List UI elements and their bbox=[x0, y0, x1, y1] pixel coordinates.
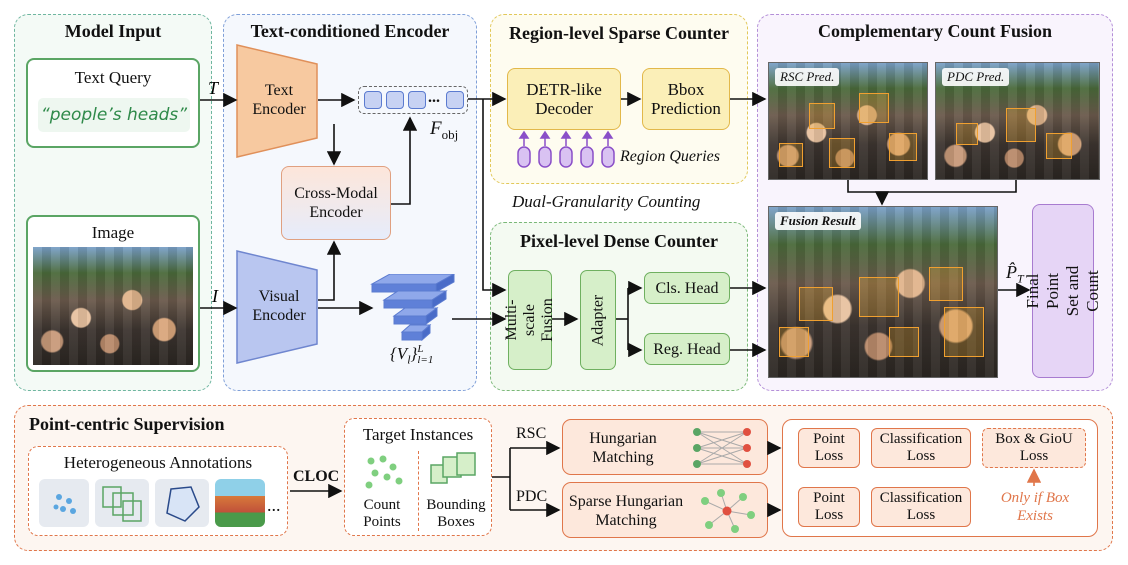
text-encoder-label: Text Encoder bbox=[252, 82, 306, 118]
annot-boxes-icon bbox=[95, 479, 149, 527]
visual-feature-stack bbox=[370, 274, 456, 342]
bounding-boxes-label: Bounding Boxes bbox=[426, 497, 486, 530]
cross-modal-encoder: Cross-Modal Encoder bbox=[281, 166, 391, 240]
sparse-hungarian-label: Sparse Hungarian Matching bbox=[568, 493, 684, 529]
fusion-result-image: Fusion Result bbox=[768, 206, 998, 378]
i-symbol: I bbox=[211, 286, 219, 306]
pdc-pred-tag: PDC Pred. bbox=[942, 68, 1010, 86]
token-4 bbox=[446, 91, 464, 109]
f-obj-token-strip bbox=[358, 86, 468, 114]
count-points-label: Count Points bbox=[363, 497, 401, 530]
main-arrows: T I bbox=[200, 78, 1031, 358]
p-t-symbol: P̂T bbox=[1006, 262, 1024, 286]
image-box: Image bbox=[26, 215, 200, 372]
text-query-box: Text Query “people’s heads” bbox=[26, 58, 200, 148]
supervision-arrows bbox=[290, 440, 1042, 518]
t-symbol: T bbox=[208, 78, 220, 98]
token-3 bbox=[408, 91, 426, 109]
count-points-icon bbox=[365, 455, 403, 489]
f-obj-symbol: Fobj bbox=[430, 118, 459, 142]
rsc-pred-tag: RSC Pred. bbox=[775, 68, 840, 86]
fusion-result-tag: Fusion Result bbox=[775, 212, 861, 230]
reg-head: Reg. Head bbox=[644, 333, 730, 365]
text-query-value: “people’s heads” bbox=[40, 105, 188, 125]
point-loss-rsc: Point Loss bbox=[798, 428, 860, 468]
point-loss-pdc: Point Loss bbox=[798, 487, 860, 527]
target-instances-label: Target Instances bbox=[362, 425, 474, 444]
rsc-pred-image: RSC Pred. bbox=[768, 62, 928, 180]
fusion-title: Complementary Count Fusion bbox=[817, 21, 1052, 41]
annot-points-icon bbox=[39, 479, 89, 527]
pdc-title: Pixel-level Dense Counter bbox=[520, 231, 718, 251]
token-1 bbox=[364, 91, 382, 109]
region-query-tokens bbox=[517, 130, 615, 168]
box-giou-loss: Box & GioU Loss bbox=[982, 428, 1086, 468]
token-2 bbox=[386, 91, 404, 109]
rsc-branch-label: RSC bbox=[516, 425, 547, 442]
target-instances-box: Target Instances Count Points Bounding B… bbox=[344, 418, 492, 536]
bbox-prediction: Bbox Prediction bbox=[642, 68, 730, 130]
rsc-title: Region-level Sparse Counter bbox=[509, 23, 729, 43]
cls-loss-rsc: Classification Loss bbox=[871, 428, 971, 468]
annot-segmentation-icon bbox=[215, 479, 265, 527]
detr-decoder: DETR-like Decoder bbox=[507, 68, 621, 130]
cls-head: Cls. Head bbox=[644, 272, 730, 304]
heterogeneous-label: Heterogeneous Annotations bbox=[63, 453, 253, 472]
input-crowd-image bbox=[33, 247, 193, 365]
visual-encoder-label: Visual Encoder bbox=[252, 288, 306, 324]
dual-granularity-label: Dual-Granularity Counting bbox=[512, 192, 701, 211]
visual-encoder-shape bbox=[236, 250, 318, 364]
encoder-title: Text-conditioned Encoder bbox=[250, 21, 450, 41]
text-query-field: “people’s heads” bbox=[38, 98, 190, 132]
pdc-pred-image: PDC Pred. bbox=[935, 62, 1100, 180]
text-query-label: Text Query bbox=[74, 68, 152, 87]
sparse-hungarian-box: Sparse Hungarian Matching bbox=[562, 482, 768, 538]
model-input-title: Model Input bbox=[64, 21, 162, 41]
only-if-box-exists: Only if Box Exists bbox=[1000, 490, 1070, 524]
annot-ellipsis: ... bbox=[267, 495, 281, 515]
image-label: Image bbox=[91, 223, 135, 242]
cls-loss-pdc: Classification Loss bbox=[871, 487, 971, 527]
text-encoder-shape bbox=[236, 44, 318, 158]
hungarian-label: Hungarian Matching bbox=[589, 430, 657, 466]
hungarian-graph-icon bbox=[693, 428, 751, 468]
region-queries-label: Region Queries bbox=[620, 148, 720, 165]
bounding-boxes-icon bbox=[430, 452, 476, 484]
token-ellipsis: ... bbox=[428, 89, 440, 106]
sparse-hungarian-graph-icon bbox=[701, 489, 755, 533]
pdc-branch-label: PDC bbox=[516, 488, 548, 505]
heterogeneous-box: Heterogeneous Annotations ... bbox=[28, 446, 288, 536]
multiscale-fusion: Multi-scale Fusion bbox=[503, 270, 556, 370]
cloc-label: CLOC bbox=[293, 468, 340, 485]
supervision-title: Point-centric Supervision bbox=[29, 414, 225, 434]
adapter: Adapter bbox=[580, 270, 616, 370]
target-divider bbox=[418, 451, 419, 531]
final-point-set: Final Point Set and Count bbox=[1023, 204, 1102, 378]
annot-polygon-icon bbox=[155, 479, 209, 527]
